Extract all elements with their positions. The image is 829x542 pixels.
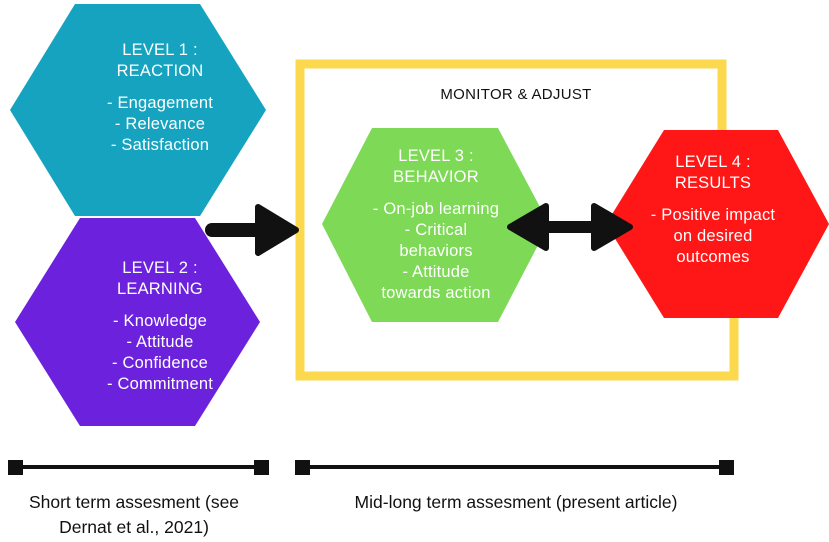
level-4-title: LEVEL 4 : RESULTS — [630, 152, 796, 194]
level-2-hexagon — [15, 218, 260, 426]
level-1-hexagon — [10, 4, 266, 216]
level-1-title-line1: LEVEL 1 : — [122, 41, 198, 59]
level-3-title-line2: BEHAVIOR — [393, 168, 479, 186]
level-3-content: LEVEL 3 : BEHAVIOR - On-job learning - C… — [345, 146, 527, 304]
short-term-label-line1: Short term assesment (see — [28, 492, 240, 512]
level-2-list: - Knowledge - Attitude - Confidence - Co… — [60, 311, 260, 395]
level-1-list: - Engagement - Relevance - Satisfaction — [75, 93, 245, 156]
list-item: - Commitment — [107, 375, 213, 393]
monitor-adjust-label: MONITOR & ADJUST — [440, 86, 592, 103]
level-4-content: LEVEL 4 : RESULTS - Positive impact on d… — [630, 152, 796, 268]
level-3-title: LEVEL 3 : BEHAVIOR — [345, 146, 527, 188]
list-item: - Positive impact — [650, 206, 776, 224]
level-2-title-line2: LEARNING — [117, 280, 203, 298]
level-1-title-line2: REACTION — [116, 62, 204, 80]
short-term-timeline — [8, 460, 269, 475]
mid-long-term-label: Mid-long term assesment (present article… — [354, 492, 678, 512]
list-item: - Attitude — [402, 263, 470, 281]
short-term-label-line2: Dernat et al., 2021) — [59, 517, 209, 537]
progress-arrow — [205, 204, 299, 256]
monitor-frame — [295, 59, 739, 381]
mid-long-term-start-marker — [295, 460, 310, 475]
list-item: - Critical — [404, 221, 468, 239]
level-1-content: LEVEL 1 : REACTION - Engagement - Releva… — [75, 40, 245, 156]
short-term-start-marker — [8, 460, 23, 475]
list-item: - Attitude — [126, 333, 194, 351]
list-item: towards action — [381, 284, 491, 302]
list-item: - On-job learning — [372, 200, 500, 218]
list-item: behaviors — [399, 242, 473, 260]
list-item: - Satisfaction — [110, 136, 210, 154]
level-4-title-line1: LEVEL 4 : — [675, 153, 751, 171]
mid-long-term-timeline — [295, 460, 734, 475]
list-item: - Engagement — [106, 94, 214, 112]
list-item: - Confidence — [112, 354, 208, 372]
bidirectional-arrow — [507, 203, 633, 251]
short-term-label: Short term assesment (see Dernat et al.,… — [0, 490, 268, 540]
level-3-hexagon — [322, 128, 549, 322]
level-3-list: - On-job learning - Critical behaviors -… — [345, 199, 527, 304]
level-4-hexagon — [606, 130, 829, 318]
level-2-content: LEVEL 2 : LEARNING - Knowledge - Attitud… — [60, 258, 260, 395]
list-item: on desired — [673, 227, 753, 245]
short-term-end-marker — [254, 460, 269, 475]
level-2-title-line1: LEVEL 2 : — [122, 259, 198, 277]
mid-long-term-end-marker — [719, 460, 734, 475]
list-item: - Relevance — [114, 115, 206, 133]
level-1-title: LEVEL 1 : REACTION — [75, 40, 245, 82]
level-3-title-line1: LEVEL 3 : — [398, 147, 474, 165]
list-item: outcomes — [676, 248, 750, 266]
level-2-title: LEVEL 2 : LEARNING — [60, 258, 260, 300]
level-4-list: - Positive impact on desired outcomes — [630, 205, 796, 268]
list-item: - Knowledge — [113, 312, 207, 330]
level-4-title-line2: RESULTS — [674, 174, 752, 192]
